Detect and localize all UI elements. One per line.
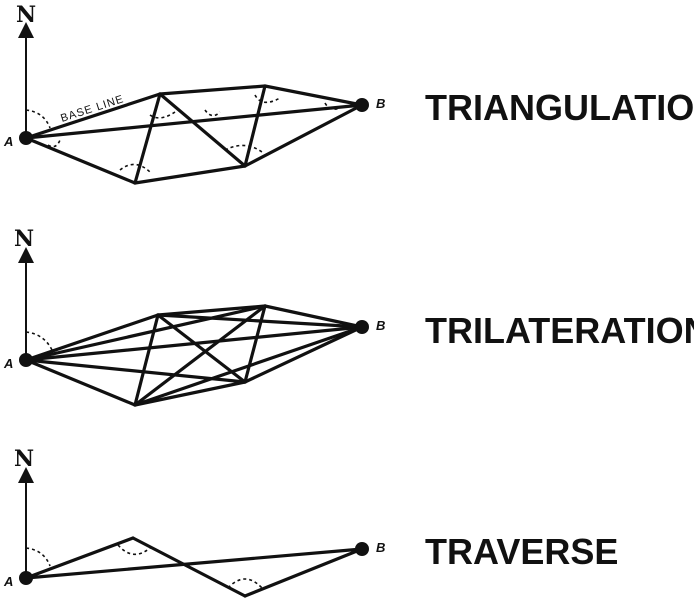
point-a-label: A bbox=[3, 134, 13, 149]
point-b-marker bbox=[355, 320, 369, 334]
point-a-label: A bbox=[3, 574, 13, 589]
azimuth-arc bbox=[25, 331, 53, 351]
point-a-marker bbox=[19, 131, 33, 145]
point-b-label: B bbox=[376, 540, 385, 555]
triangulation-panel: N BASE LINE A bbox=[3, 2, 694, 185]
traverse-title: TRAVERSE bbox=[425, 531, 618, 572]
point-b-label: B bbox=[376, 96, 385, 111]
angle-arcs bbox=[25, 94, 341, 173]
triangulation-network bbox=[24, 84, 364, 185]
traverse-panel: N A B TRAVERSE bbox=[3, 446, 618, 598]
traverse-network bbox=[24, 536, 364, 598]
angle-arcs bbox=[25, 544, 263, 589]
north-letter: N bbox=[16, 2, 36, 28]
point-b-marker bbox=[355, 542, 369, 556]
point-b-label: B bbox=[376, 318, 385, 333]
north-letter: N bbox=[14, 226, 34, 252]
point-a-marker bbox=[19, 353, 33, 367]
trilateration-panel: N A B TRILATERATION bbox=[3, 226, 694, 407]
point-b-marker bbox=[355, 98, 369, 112]
trilateration-network bbox=[24, 304, 364, 407]
north-letter: N bbox=[14, 446, 34, 472]
trilateration-title: TRILATERATION bbox=[425, 310, 694, 351]
point-a-marker bbox=[19, 571, 33, 585]
point-a-label: A bbox=[3, 356, 13, 371]
triangulation-title: TRIANGULATION bbox=[425, 87, 694, 128]
